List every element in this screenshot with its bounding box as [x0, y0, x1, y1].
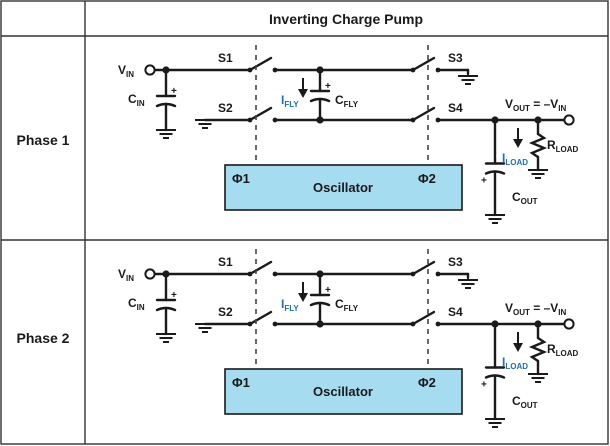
- phase-label: Phase 1: [17, 132, 70, 148]
- table-header: Inverting Charge Pump: [269, 11, 423, 27]
- cfly-label: CFLY: [335, 93, 359, 109]
- s2-label: S2: [218, 305, 233, 319]
- s2-label: S2: [218, 101, 233, 115]
- polarity-mark: +: [481, 380, 487, 391]
- s1-label: S1: [218, 255, 233, 269]
- terminal: [144, 268, 156, 280]
- s3-switch-contact: [410, 271, 416, 277]
- s3-label: S3: [448, 51, 463, 65]
- current-arrow-head: [298, 293, 308, 302]
- s4-label: S4: [448, 305, 463, 319]
- polarity-mark: +: [171, 86, 177, 97]
- oscillator-block: [224, 368, 463, 415]
- iload-label: ILOAD: [502, 151, 528, 167]
- polarity-mark: +: [171, 290, 177, 301]
- resistor-zigzag: [528, 336, 548, 363]
- current-arrow-head: [513, 343, 523, 352]
- rload-label: RLOAD: [547, 342, 579, 358]
- s1-switch: [248, 260, 273, 276]
- current-arrow-head: [513, 139, 523, 148]
- s1-switch-contact: [247, 67, 253, 73]
- s2-switch: [248, 310, 273, 326]
- phi2-label: Φ2: [418, 375, 436, 390]
- cfly-label: CFLY: [335, 297, 359, 313]
- s2-switch-contact: [247, 321, 253, 327]
- phi2-label: Φ2: [418, 171, 436, 186]
- current-arrow-head: [298, 89, 308, 98]
- oscillator-block: [224, 164, 463, 211]
- s4-switch: [411, 310, 436, 326]
- vout-label: VOUT = –VIN: [505, 301, 566, 317]
- terminal: [563, 318, 575, 330]
- resistor-zigzag: [528, 132, 548, 159]
- polarity-mark: +: [325, 81, 331, 92]
- s1-label: S1: [218, 51, 233, 65]
- phase-label: Phase 2: [17, 330, 70, 346]
- phi1-label: Φ1: [232, 375, 250, 390]
- cin-label: CIN: [128, 296, 145, 312]
- s3-switch: [411, 260, 436, 276]
- s4-label: S4: [448, 101, 463, 115]
- s4-switch-contact: [410, 117, 416, 123]
- cout-label: COUT: [512, 394, 538, 410]
- polarity-mark: +: [325, 285, 331, 296]
- s3-switch-contact: [410, 67, 416, 73]
- ifly-label: IFLY: [281, 93, 299, 109]
- vin-label: VIN: [118, 63, 134, 79]
- cin-label: CIN: [128, 92, 145, 108]
- vout-label: VOUT = –VIN: [505, 97, 566, 113]
- terminal: [563, 114, 575, 126]
- rload-label: RLOAD: [547, 138, 579, 154]
- s3-switch: [411, 56, 436, 72]
- s4-switch-contact: [410, 321, 416, 327]
- s2-switch: [248, 106, 273, 122]
- s1-switch: [248, 56, 273, 72]
- s4-switch: [411, 106, 436, 122]
- cout-label: COUT: [512, 190, 538, 206]
- oscillator-label: Oscillator: [313, 384, 373, 399]
- vin-label: VIN: [118, 267, 134, 283]
- ifly-label: IFLY: [281, 297, 299, 313]
- s3-label: S3: [448, 255, 463, 269]
- s1-switch-contact: [247, 271, 253, 277]
- polarity-mark: +: [481, 176, 487, 187]
- oscillator-label: Oscillator: [313, 180, 373, 195]
- s2-switch-contact: [247, 117, 253, 123]
- terminal: [144, 64, 156, 76]
- iload-label: ILOAD: [502, 355, 528, 371]
- phi1-label: Φ1: [232, 171, 250, 186]
